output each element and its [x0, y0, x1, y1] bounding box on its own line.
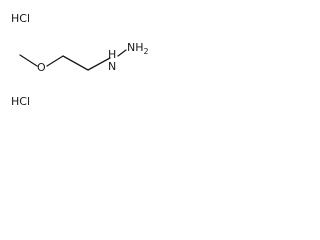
nh2-label: NH2 [127, 41, 149, 56]
hcl-label-top: HCl [11, 12, 30, 25]
nh2-main: NH [127, 41, 144, 54]
nh-n-label: N [108, 60, 116, 73]
bond-oxygen-ch2 [46, 55, 64, 67]
hcl-label-bottom: HCl [11, 95, 30, 108]
oxygen-label: O [37, 61, 46, 74]
bond-ch2-nh [87, 57, 111, 71]
nh2-subscript: 2 [144, 47, 149, 56]
molecule-svg: HCl HCl O H N NH2 [11, 12, 149, 108]
nh-h-label: H [108, 48, 116, 61]
bond-methyl-oxygen [19, 54, 38, 67]
bond-nh-nh2 [117, 49, 127, 57]
structure-diagram: HCl HCl O H N NH2 [0, 0, 162, 116]
bond-ch2-ch2 [62, 55, 89, 71]
